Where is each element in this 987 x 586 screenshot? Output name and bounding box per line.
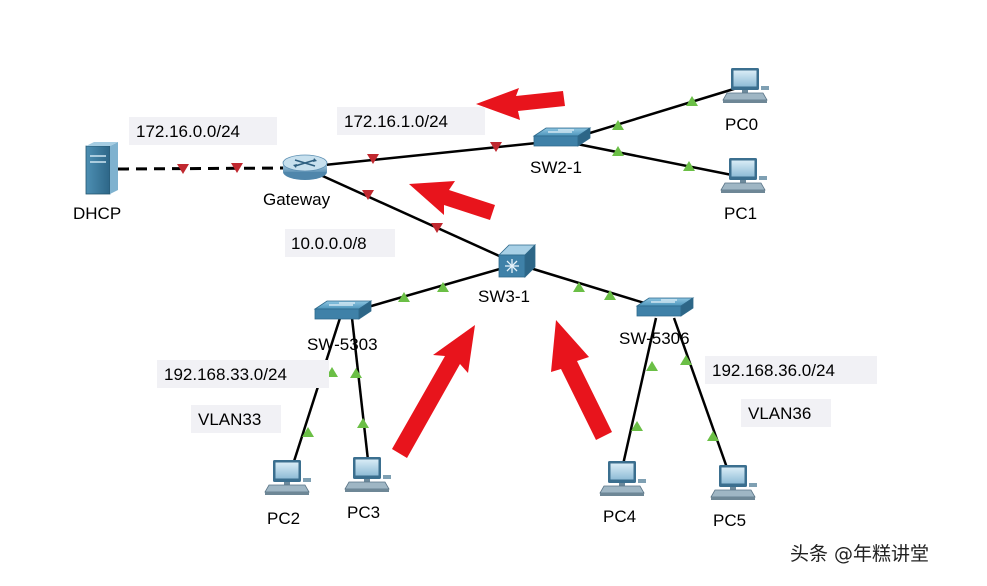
subnet-label: 192.168.36.0/24 xyxy=(705,356,877,384)
device-label-sw21: SW2-1 xyxy=(530,158,582,177)
vlan-label-text: VLAN33 xyxy=(198,410,261,429)
status-up-marker xyxy=(612,120,624,130)
link-dhcp-gateway xyxy=(117,166,289,171)
red-arrow-up-icon xyxy=(392,325,475,458)
switch-icon[interactable] xyxy=(636,297,694,317)
subnet-label-text: 192.168.33.0/24 xyxy=(164,365,287,384)
link-status-up-indicators xyxy=(302,96,719,441)
device-label-pc1: PC1 xyxy=(724,204,757,223)
device-label-pc2: PC2 xyxy=(267,509,300,528)
link-sw5306-pc4 xyxy=(618,317,658,479)
subnet-label: 172.16.0.0/24 xyxy=(129,117,277,145)
link-sw31-sw5306 xyxy=(516,262,665,311)
link-gateway-sw31 xyxy=(304,166,518,266)
status-up-marker xyxy=(686,96,698,106)
status-down-marker xyxy=(177,164,189,174)
link-sw21-pc1 xyxy=(566,140,738,178)
status-up-marker xyxy=(357,418,369,428)
link-gateway-sw21 xyxy=(304,139,557,169)
pc-icon[interactable] xyxy=(599,460,647,497)
subnet-label-text: 192.168.36.0/24 xyxy=(712,361,835,380)
pc-icon[interactable] xyxy=(720,157,768,194)
device-label-pc3: PC3 xyxy=(347,503,380,522)
subnet-label-text: 172.16.0.0/24 xyxy=(136,122,240,141)
pc-icon[interactable] xyxy=(344,456,392,493)
vlan-label: VLAN33 xyxy=(191,405,281,433)
subnet-label: 192.168.33.0/24 xyxy=(157,360,329,388)
status-up-marker xyxy=(680,355,692,365)
vlan-label: VLAN36 xyxy=(741,399,831,427)
pc-icon[interactable] xyxy=(264,459,312,496)
subnet-label-text: 10.0.0.0/8 xyxy=(291,234,367,253)
device-label-sw31: SW3-1 xyxy=(478,287,530,306)
status-up-marker xyxy=(646,361,658,371)
link-sw5303-pc2 xyxy=(286,317,342,481)
subnet-label: 10.0.0.0/8 xyxy=(285,229,395,257)
status-up-marker xyxy=(612,146,624,156)
status-up-marker xyxy=(437,282,449,292)
status-down-marker xyxy=(431,223,443,233)
status-up-marker xyxy=(350,368,362,378)
device-label-dhcp: DHCP xyxy=(73,204,121,223)
server-icon[interactable] xyxy=(85,142,118,195)
link-sw5303-pc3 xyxy=(350,317,372,479)
status-up-marker xyxy=(573,282,585,292)
device-label-gateway: Gateway xyxy=(263,190,331,209)
device-label-pc4: PC4 xyxy=(603,507,636,526)
status-up-marker xyxy=(604,290,616,300)
status-up-marker xyxy=(707,431,719,441)
status-up-marker xyxy=(398,292,410,302)
status-down-marker xyxy=(231,163,243,173)
router-icon[interactable] xyxy=(282,154,328,180)
status-up-marker xyxy=(631,421,643,431)
vlan-label-text: VLAN36 xyxy=(748,404,811,423)
link-sw21-pc0 xyxy=(566,86,738,142)
status-up-marker xyxy=(302,427,314,437)
red-arrow-left-icon xyxy=(476,88,565,120)
status-down-marker xyxy=(490,142,502,152)
subnet-label-text: 172.16.1.0/24 xyxy=(344,112,448,131)
annotation-arrows xyxy=(392,88,612,458)
red-arrow-up-icon xyxy=(551,320,612,440)
device-label-sw5306: SW-5306 xyxy=(619,329,690,348)
switch-icon[interactable] xyxy=(314,300,372,320)
link-status-down-indicators xyxy=(177,142,502,233)
status-up-marker xyxy=(683,161,695,171)
device-label-pc5: PC5 xyxy=(713,511,746,530)
device-label-pc0: PC0 xyxy=(725,115,758,134)
subnet-label: 172.16.1.0/24 xyxy=(337,107,485,135)
status-down-marker xyxy=(362,190,374,200)
watermark-text: 头条 @年糕讲堂 xyxy=(790,543,929,565)
red-arrow-left-icon xyxy=(409,181,495,220)
device-label-sw5303: SW-5303 xyxy=(307,335,378,354)
multilayer-switch-icon[interactable] xyxy=(498,244,536,278)
pc-icon[interactable] xyxy=(722,67,770,104)
status-down-marker xyxy=(367,154,379,164)
pc-icon[interactable] xyxy=(710,464,758,501)
switch-icon[interactable] xyxy=(533,127,591,147)
link-sw5306-pc5 xyxy=(672,317,734,483)
